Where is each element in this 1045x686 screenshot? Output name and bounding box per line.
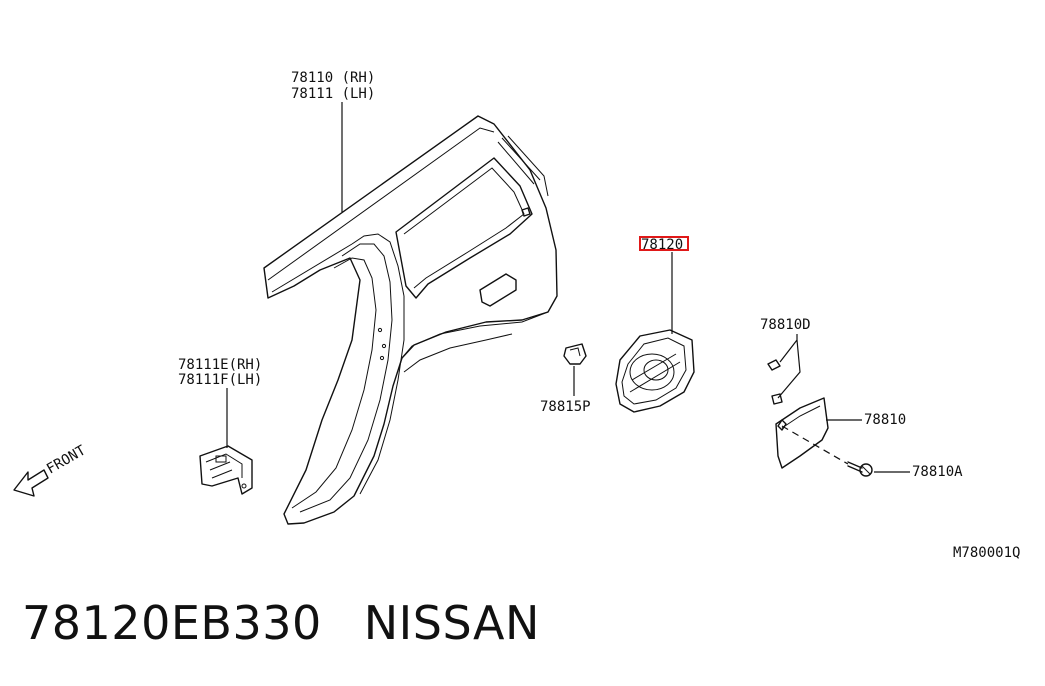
- label-bracket-rh: 78111E(RH): [178, 357, 262, 373]
- screw-d-parts: [767, 359, 783, 405]
- part-caption: 78120EB330 NISSAN: [22, 596, 540, 650]
- label-ref-code: M780001Q: [953, 545, 1020, 561]
- label-bolt-a: 78810A: [912, 464, 963, 480]
- fuel-lid: [775, 397, 829, 469]
- bolt-a: [847, 461, 873, 477]
- highlight-box: [639, 236, 689, 251]
- label-clip: 78815P: [540, 399, 591, 415]
- clip-part: [563, 343, 587, 365]
- label-lid: 78810: [864, 412, 906, 428]
- label-bracket-lh: 78111F(LH): [178, 372, 262, 388]
- label-fuel-base: 78120: [641, 237, 683, 253]
- rear-bracket: [199, 445, 253, 495]
- part-number: 78120EB330: [22, 596, 322, 650]
- brand-name: NISSAN: [363, 596, 540, 650]
- front-label: FRONT: [44, 442, 89, 477]
- fuel-filler-base: [615, 329, 695, 413]
- label-panel-rh: 78110 (RH): [291, 70, 375, 86]
- label-screw-d: 78810D: [760, 317, 811, 333]
- rear-fender-panel: [263, 115, 558, 525]
- label-panel-lh: 78111 (LH): [291, 86, 375, 102]
- leader-lines: [226, 102, 910, 473]
- front-arrow: FRONT: [13, 442, 89, 497]
